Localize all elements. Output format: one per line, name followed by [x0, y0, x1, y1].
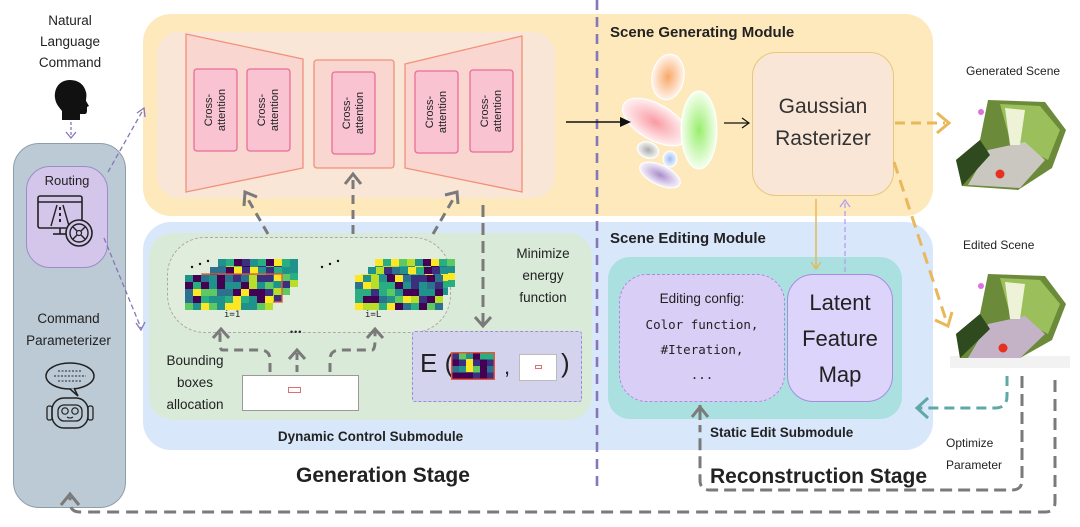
edited-scene-label: Edited Scene [963, 238, 1035, 252]
attention-map-label-last: i=L [365, 310, 382, 320]
rasterizer-line: Gaussian [778, 95, 868, 118]
routing-label: Routing [44, 173, 90, 188]
optimize-line: Parameter [946, 458, 1003, 472]
config-item: ... [690, 367, 714, 382]
energy-heatmap-thumbnail [451, 352, 495, 380]
energy-prefix: E ( [420, 348, 454, 378]
energy-bbox-thumbnail [519, 354, 557, 381]
bbox-label-line: Bounding [166, 353, 224, 368]
generated-scene-image [956, 100, 1066, 190]
input-title: Natural Language Command [20, 10, 120, 73]
gaussian-rasterizer-box: Gaussian Rasterizer [752, 52, 894, 196]
chatbot-robot-icon [45, 362, 95, 429]
gaussian-green [680, 90, 718, 170]
cross-attention-box [331, 71, 376, 155]
stack-dot [320, 265, 324, 269]
ellipsis-label: ••• [290, 327, 303, 337]
latent-line: Map [818, 362, 862, 387]
routing-box: Routing [26, 166, 108, 268]
edited-scene-image [950, 274, 1070, 368]
bounding-box-canvas [242, 375, 359, 411]
cross-attention-box [414, 70, 459, 154]
arrow-routing-to-dynamic [103, 237, 142, 329]
monitor-steering-wheel-icon [37, 195, 93, 247]
attention-heatmaps [185, 259, 455, 310]
dynamic-control-title: Dynamic Control Submodule [277, 429, 464, 444]
minimize-line: function [519, 290, 567, 305]
scene-editing-title: Scene Editing Module [610, 230, 766, 247]
cross-attention-box [193, 68, 238, 152]
arrow-maps-to-decoder [431, 195, 457, 235]
optimize-parameter-label: Optimize Parameter [946, 432, 1002, 476]
gaussian-orange [651, 53, 685, 101]
input-title-line: Natural [48, 13, 92, 28]
parameterizer-title-line: Command [37, 311, 100, 326]
bbox-label-line: boxes [176, 375, 214, 390]
gaussian-blue [662, 150, 678, 168]
config-item: #Iteration, [660, 342, 744, 357]
editing-config-title: Editing config: [659, 291, 745, 306]
latent-feature-map-box: Latent Feature Map [787, 274, 893, 402]
human-head-silhouette-icon [54, 80, 89, 120]
stack-dot [198, 262, 202, 266]
arrow-bbox-to-map-1 [218, 330, 272, 372]
arrow-optimize-to-config [698, 376, 1024, 492]
bounding-box-rect [288, 387, 301, 393]
command-parameterizer-title: Command Parameterizer [13, 308, 124, 352]
arrow-rasterizer-to-edited [892, 161, 948, 321]
energy-separator: , [504, 354, 511, 379]
rasterizer-line: Rasterizer [775, 127, 871, 150]
static-edit-title: Static Edit Submodule [710, 425, 854, 440]
editing-config-box: Editing config: Color function, #Iterati… [619, 274, 785, 402]
bounding-boxes-label: Bounding boxes allocation [155, 350, 235, 416]
latent-line: Feature [802, 326, 878, 351]
unet-blocks [185, 33, 523, 193]
generation-stage-label: Generation Stage [296, 464, 470, 487]
attention-map-label-first: i=1 [224, 310, 241, 320]
config-item: Color function, [645, 317, 759, 332]
gaussian-gray [636, 141, 660, 159]
scene-generating-title: Scene Generating Module [610, 24, 795, 41]
attention-map-first [185, 275, 273, 310]
stack-dot [328, 262, 332, 266]
energy-bbox-rect [535, 365, 542, 369]
minimize-energy-label: Minimize energy function [498, 243, 588, 309]
arrow-maps-to-encoder [243, 193, 270, 235]
stack-dot [206, 259, 210, 263]
bbox-label-line: allocation [166, 397, 224, 412]
input-title-line: Command [38, 55, 102, 70]
arrow-bbox-to-map-L [328, 330, 377, 372]
energy-function-box: E ( , ) [412, 331, 582, 402]
stack-dot [190, 265, 194, 269]
gaussian-splats [622, 53, 718, 189]
reconstruction-stage-label: Reconstruction Stage [710, 465, 928, 488]
stack-dot [336, 259, 340, 263]
energy-suffix: ) [561, 348, 570, 378]
cross-attention-box [469, 69, 514, 153]
generated-scene-label: Generated Scene [966, 64, 1061, 78]
latent-line: Latent [809, 290, 871, 315]
arrow-routing-to-unet [107, 109, 144, 173]
cross-attention-box [246, 68, 291, 152]
arrow-edited-to-static-edit [918, 376, 1009, 410]
optimize-line: Optimize [946, 436, 994, 450]
arrow-loop-to-parameterizer [68, 380, 1057, 514]
minimize-line: energy [522, 268, 564, 283]
attention-map-L [355, 275, 443, 310]
parameterizer-title-line: Parameterizer [26, 333, 111, 348]
minimize-line: Minimize [516, 246, 570, 261]
gaussian-purple [639, 161, 681, 189]
input-title-line: Language [39, 34, 101, 49]
